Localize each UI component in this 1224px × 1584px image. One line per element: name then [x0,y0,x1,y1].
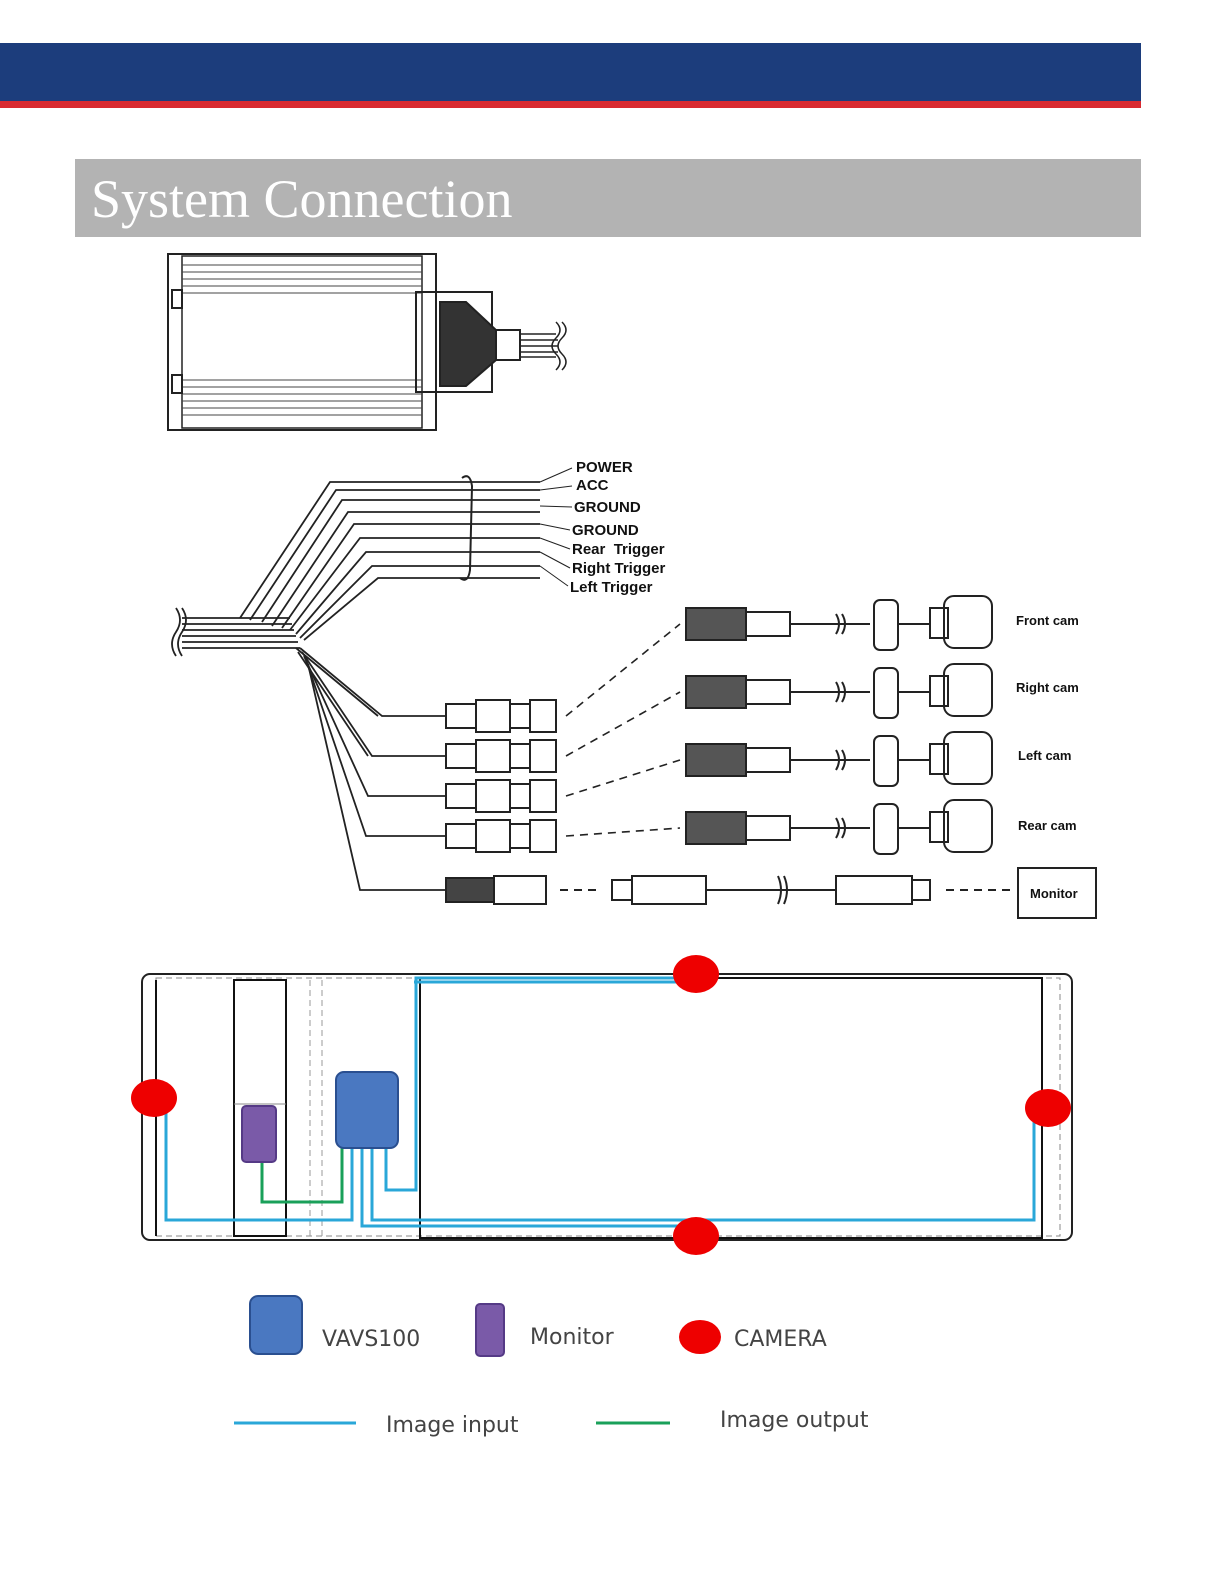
vavs100-unit [336,1072,398,1148]
wire-labels: POWER ACC GROUND GROUND Rear Trigger Rig… [570,459,665,596]
cam-cable-right [686,664,992,718]
dvr-device [168,254,566,430]
wire-label-ground-2: GROUND [572,522,639,539]
legend-camera-swatch [679,1320,721,1354]
wire-label-left-trigger: Left Trigger [570,579,653,596]
connector-2 [446,740,556,772]
legend-vavs-label: VAVS100 [322,1327,420,1352]
legend-output-label: Image output [720,1408,869,1433]
camera-connectors [446,596,1096,918]
label-left-cam: Left cam [1018,748,1071,763]
legend-input-label: Image input [386,1413,519,1438]
camera-right [1025,1089,1071,1127]
wire-label-acc: ACC [576,477,609,494]
connector-3 [446,780,556,812]
label-monitor: Monitor [1030,886,1078,901]
camera-labels: Front cam Right cam Left cam Rear cam Mo… [1016,613,1079,901]
wire-label-right-trigger: Right Trigger [572,560,665,577]
connector-4 [446,820,556,852]
image-input-wiring [166,978,1034,1236]
label-right-cam: Right cam [1016,680,1079,695]
connector-1 [446,700,556,732]
monitor-cable [446,868,1096,918]
legend: VAVS100 Monitor CAMERA Image input Image… [234,1296,869,1438]
label-front-cam: Front cam [1016,613,1079,628]
camera-left [131,1079,177,1117]
wire-harness [172,468,572,890]
legend-monitor-label: Monitor [530,1325,615,1350]
cam-cable-left [686,732,992,786]
wire-label-ground-1: GROUND [574,499,641,516]
wire-label-power: POWER [576,459,633,476]
legend-vavs-swatch [250,1296,302,1354]
camera-rear [673,1217,719,1255]
monitor-unit [242,1106,276,1162]
label-rear-cam: Rear cam [1018,818,1077,833]
legend-camera-label: CAMERA [734,1327,827,1352]
wire-label-rear-trigger: Rear Trigger [572,541,665,558]
camera-front [673,955,719,993]
cam-cable-rear [686,800,992,854]
cam-cable-front [686,596,992,650]
vehicle-layout [131,955,1072,1255]
legend-monitor-swatch [476,1304,504,1356]
